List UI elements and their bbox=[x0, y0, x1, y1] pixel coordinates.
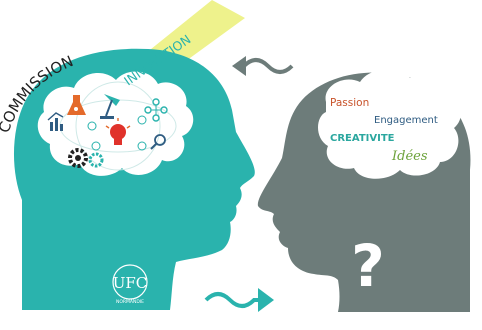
search-icon bbox=[150, 134, 166, 150]
word-engagement: Engagement bbox=[374, 115, 438, 126]
question-mark: ? bbox=[351, 232, 385, 300]
arrow-right-bottom bbox=[204, 288, 274, 312]
word-creativite: CREATIVITE bbox=[330, 133, 395, 144]
flask-icon bbox=[67, 95, 86, 115]
plus-icon bbox=[87, 115, 147, 151]
molecule-icon bbox=[144, 98, 168, 122]
right-brain-cloud bbox=[318, 69, 462, 179]
chart-icon bbox=[47, 112, 64, 131]
gears-icon bbox=[68, 148, 104, 168]
logo-subtitle: NORMANDIE bbox=[116, 299, 144, 305]
lamp-icon bbox=[100, 94, 120, 119]
word-passion: Passion bbox=[330, 97, 369, 109]
lightbulb-icon bbox=[105, 118, 131, 145]
logo-letters: UFC bbox=[113, 274, 148, 292]
orbit-line bbox=[75, 81, 161, 171]
arrow-left-top bbox=[232, 56, 294, 76]
word-idees: Idées bbox=[391, 149, 428, 164]
logo: UFC NORMANDIE bbox=[112, 264, 148, 305]
